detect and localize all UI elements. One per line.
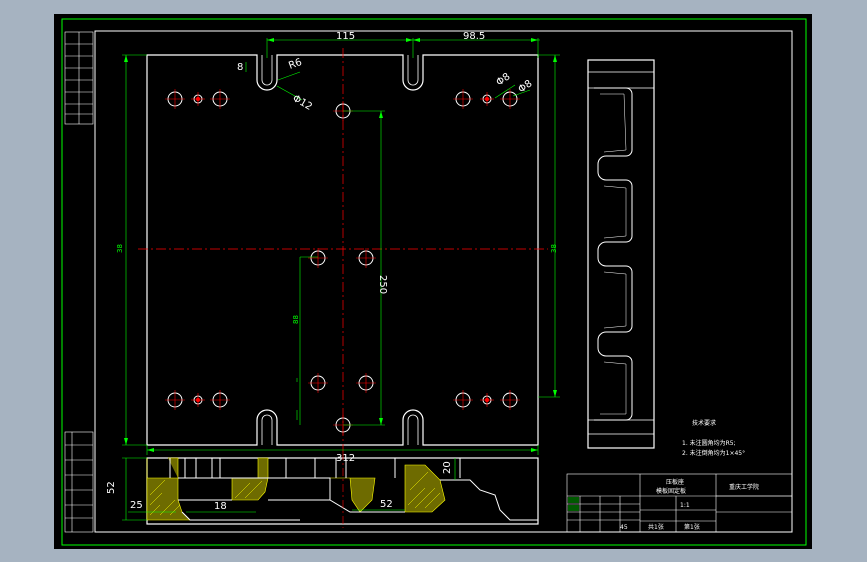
outer-frame — [61, 18, 807, 546]
school-name: 重庆工学院 — [729, 483, 759, 491]
dim-left-height: 38 — [116, 244, 124, 253]
dim-section-height: 52 — [106, 481, 117, 494]
section-view: 52 20 25 18 52 — [106, 452, 539, 528]
dim-inner-height: 88 — [292, 315, 300, 324]
dim-top-right: 98.5 — [463, 31, 485, 42]
corner-table-top — [64, 31, 94, 125]
material-value: 45 — [620, 524, 628, 531]
dim-slot-width: 8 — [237, 62, 243, 73]
dim-section-left: 25 — [130, 500, 143, 511]
dim-section-depth: 20 — [442, 461, 453, 474]
technical-notes: 技术要求 1. 未注圆角均为R5; 2. 未注倒角均为1×45° — [682, 419, 745, 457]
notes-line-1: 1. 未注圆角均为R5; — [682, 439, 736, 447]
dim-section-right: 52 — [380, 499, 393, 510]
inner-border — [94, 30, 793, 533]
sheet-count: 共1张 — [648, 523, 664, 531]
part-name-1: 压板座 — [666, 478, 684, 486]
part-name-2: 模板固定板 — [656, 487, 686, 495]
side-view — [587, 59, 655, 449]
notes-line-2: 2. 未注倒角均为1×45° — [682, 449, 745, 457]
drawing-sheet — [54, 14, 812, 549]
scale-value: 1:1 — [680, 502, 690, 509]
notes-title: 技术要求 — [692, 419, 716, 427]
dim-center-height: 250 — [377, 275, 388, 294]
dim-slot-radius: R6 — [287, 57, 303, 72]
sheet-number: 第1张 — [684, 523, 700, 531]
corner-table-bottom — [64, 431, 94, 533]
plan-view: 115 98.5 312 8 R6 Φ12 Φ8 Φ8 250 38 38 88 — [116, 31, 560, 464]
dim-section-pitch: 18 — [214, 501, 227, 512]
dim-right-height: 38 — [550, 244, 558, 253]
dim-top-left: 115 — [336, 31, 355, 42]
title-block — [566, 473, 793, 533]
